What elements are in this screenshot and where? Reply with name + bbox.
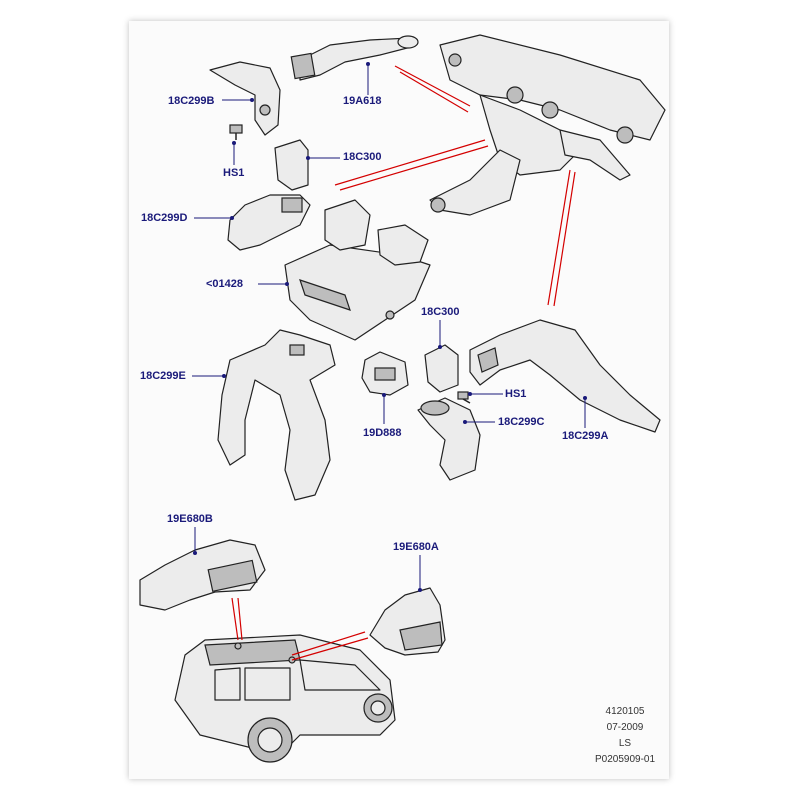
label-18c299c: 18C299C — [498, 416, 545, 428]
part-18c299a — [469, 319, 661, 433]
label-hs1-mid: HS1 — [505, 388, 527, 400]
part-18c300-mid — [424, 344, 459, 393]
part-18c299d — [227, 194, 311, 251]
screw-hs1-mid — [457, 391, 471, 404]
label-18c299b: 18C299B — [168, 95, 215, 107]
label-18c299a: 18C299A — [562, 430, 609, 442]
label-18c300-mid: 18C300 — [421, 306, 460, 318]
label-18c299d: 18C299D — [141, 212, 188, 224]
label-hs1-top: HS1 — [223, 167, 245, 179]
footer-line-2: 07-2009 — [606, 722, 644, 733]
vehicle-illustration — [174, 634, 396, 763]
label-18c300-top: 18C300 — [343, 151, 382, 163]
screw-hs1-top — [229, 124, 243, 140]
label-19d888: 19D888 — [363, 427, 402, 439]
part-19d888 — [361, 351, 409, 396]
part-18c299e — [217, 329, 336, 501]
part-19a618 — [290, 35, 419, 81]
leader-lines — [192, 62, 587, 592]
footer-line-4: P0205909-01 — [594, 754, 656, 765]
dashboard-vent-assembly — [429, 34, 666, 216]
part-19e680b — [139, 539, 266, 611]
label-18c299e: 18C299E — [140, 370, 186, 382]
footer-line-3: LS — [618, 738, 632, 749]
label-19e680a: 19E680A — [393, 541, 439, 553]
label-01428: <01428 — [206, 278, 244, 290]
part-19e680a — [369, 587, 446, 656]
label-19a618: 19A618 — [343, 95, 382, 107]
label-19e680b: 19E680B — [167, 513, 213, 525]
red-callout-lines — [231, 65, 576, 661]
part-18c300-top — [274, 139, 309, 191]
footer-line-1: 4120105 — [605, 706, 645, 717]
part-18c299b — [209, 61, 281, 136]
part-01428-housing — [284, 199, 431, 341]
part-18c299c — [417, 397, 481, 481]
